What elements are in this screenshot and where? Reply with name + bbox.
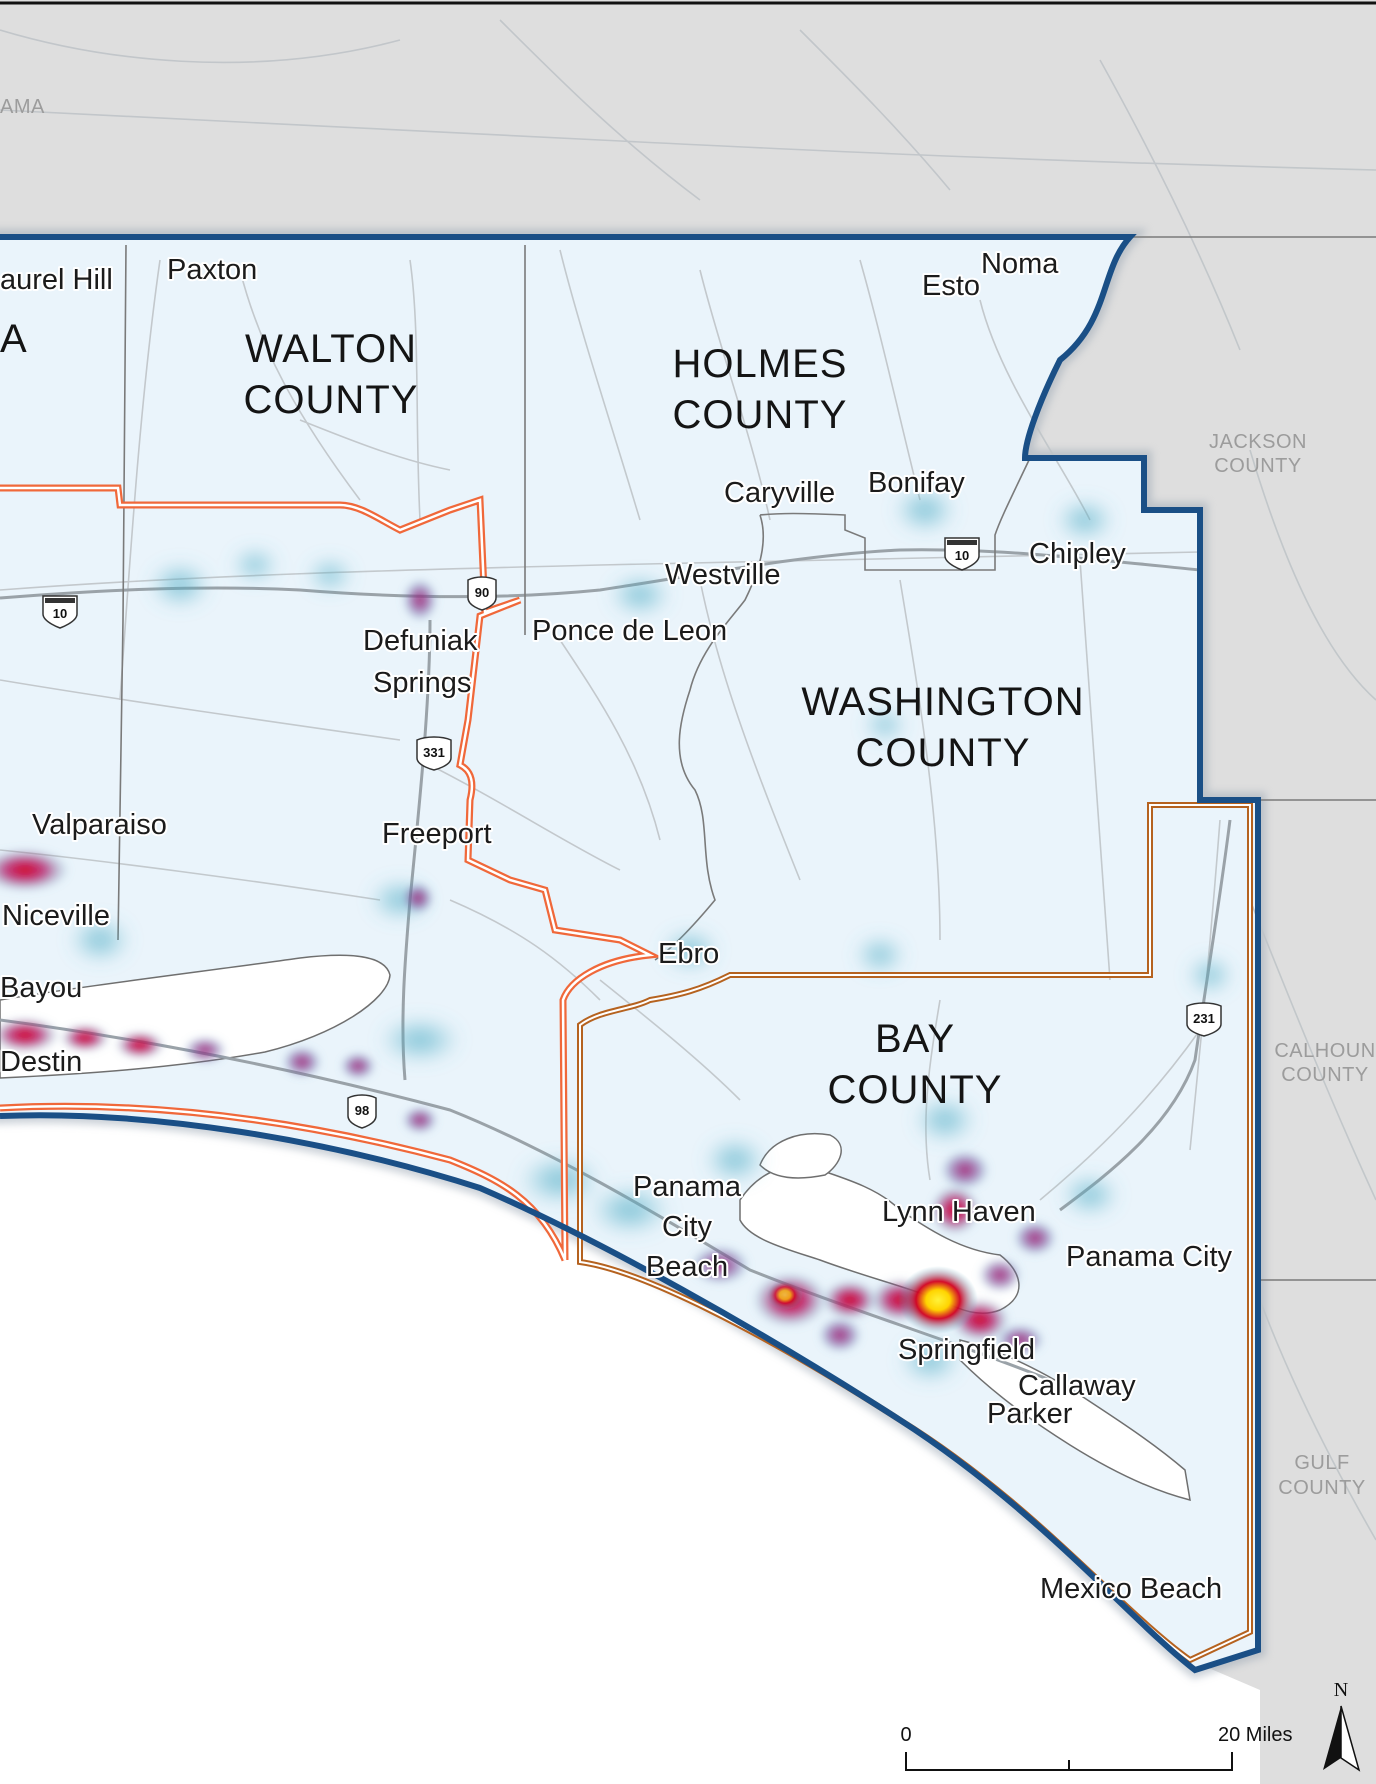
gulf-water bbox=[0, 1108, 1260, 1784]
route-shields: 10 10 90 331 98 231 bbox=[42, 537, 1222, 1129]
city-label: Chipley bbox=[1029, 538, 1126, 570]
bay-county-label-2: COUNTY bbox=[828, 1068, 1003, 1112]
city-label: Westville bbox=[665, 559, 781, 591]
north-bay bbox=[759, 1133, 842, 1179]
calhoun-county-label-2: COUNTY bbox=[1281, 1064, 1368, 1086]
city-label: Defuniak bbox=[363, 625, 478, 657]
city-label: Bayou bbox=[0, 972, 82, 1004]
neighbor-county-labels: AMA JACKSON COUNTY CALHOUN COUNTY GULF C… bbox=[0, 96, 1375, 1499]
city-label: Callaway bbox=[1018, 1370, 1136, 1402]
city-label: Panama City bbox=[1066, 1241, 1233, 1273]
us-231-line bbox=[1059, 819, 1232, 1212]
us-90-shield: 90 bbox=[467, 576, 497, 611]
okaloosa-walton-line bbox=[117, 244, 127, 941]
washington-west-line bbox=[654, 514, 765, 961]
gulf-county-label-2: COUNTY bbox=[1278, 1477, 1365, 1499]
heat-low-spots bbox=[70, 488, 1232, 1382]
scale-end-label: 20 Miles bbox=[1218, 1724, 1292, 1746]
us-231-shield: 231 bbox=[1186, 1002, 1222, 1037]
shield-number: 231 bbox=[1193, 1011, 1215, 1026]
holmes-county-label-2: COUNTY bbox=[673, 393, 848, 437]
jackson-county-label-2: COUNTY bbox=[1214, 455, 1301, 477]
scale-bar: 0 20 Miles bbox=[900, 1724, 1292, 1771]
city-label: Valparaiso bbox=[32, 809, 167, 841]
jackson-county-label-1: JACKSON bbox=[1209, 431, 1307, 453]
north-label: N bbox=[1334, 1679, 1348, 1701]
north-arrow-left bbox=[1323, 1706, 1341, 1770]
heat-map bbox=[0, 488, 1232, 1382]
shield-number: 10 bbox=[53, 606, 67, 621]
gulf-county-label-1: GULF bbox=[1294, 1452, 1349, 1474]
washington-county-label-2: COUNTY bbox=[856, 731, 1031, 775]
city-label: Paxton bbox=[167, 254, 257, 286]
alabama-label: AMA bbox=[0, 96, 45, 118]
north-arrow-right bbox=[1340, 1705, 1361, 1772]
city-label: City bbox=[662, 1211, 712, 1243]
bay-county-label-1: BAY bbox=[875, 1017, 955, 1061]
city-label: Mexico Beach bbox=[1040, 1573, 1222, 1605]
shield-number: 331 bbox=[423, 745, 445, 760]
city-label: Parker bbox=[987, 1398, 1073, 1430]
calhoun-county-label-1: CALHOUN bbox=[1274, 1040, 1375, 1062]
shield-number: 10 bbox=[955, 548, 969, 563]
holmes-washington-line bbox=[759, 457, 1031, 571]
us-98-shield: 98 bbox=[347, 1094, 377, 1129]
east-bay bbox=[959, 1339, 1191, 1502]
road-network bbox=[0, 19, 1376, 1541]
city-label: aurel Hill bbox=[0, 264, 113, 296]
city-label: Ponce de Leon bbox=[532, 615, 727, 647]
heat-mid-spots bbox=[183, 578, 1057, 1356]
city-label: Beach bbox=[646, 1251, 728, 1283]
heat-hot-spots bbox=[767, 1266, 978, 1334]
city-labels: aurel Hill Paxton Esto Noma Caryville Bo… bbox=[0, 246, 1235, 1607]
scale-bar-line bbox=[905, 1752, 1233, 1771]
city-label: Esto bbox=[922, 270, 980, 302]
interstate-10-shield-east: 10 bbox=[944, 537, 980, 571]
city-label: Springs bbox=[373, 667, 471, 699]
walton-county-label-1: WALTON bbox=[245, 327, 417, 371]
scale-start-label: 0 bbox=[900, 1724, 911, 1746]
city-label: Freeport bbox=[382, 818, 492, 850]
city-label: Panama bbox=[633, 1171, 742, 1203]
interstate-10-shield-west: 10 bbox=[42, 595, 78, 629]
holmes-county-label-1: HOLMES bbox=[673, 342, 848, 386]
city-label: Caryville bbox=[724, 477, 835, 509]
city-label: Bonifay bbox=[868, 467, 965, 499]
city-label: Springfield bbox=[898, 1334, 1035, 1366]
tpo-boundary-inner bbox=[0, 486, 655, 1261]
city-label: Ebro bbox=[658, 938, 719, 970]
study-area-outline bbox=[0, 234, 1261, 1674]
city-label: Niceville bbox=[2, 900, 110, 932]
city-label: Destin bbox=[0, 1046, 82, 1078]
walton-county-label-2: COUNTY bbox=[244, 378, 419, 422]
shield-number: 98 bbox=[355, 1103, 369, 1118]
city-label: Noma bbox=[981, 248, 1059, 280]
shield-number: 90 bbox=[475, 585, 489, 600]
us-331-shield: 331 bbox=[416, 736, 452, 771]
washington-county-label-1: WASHINGTON bbox=[801, 680, 1084, 724]
north-arrow: N bbox=[1323, 1679, 1361, 1772]
city-label: Lynn Haven bbox=[882, 1196, 1036, 1228]
okaloosa-label-fragment: A bbox=[0, 317, 28, 361]
tpo-boundary bbox=[0, 484, 663, 1262]
county-labels: A WALTON COUNTY HOLMES COUNTY WASHINGTON… bbox=[0, 317, 1084, 1112]
